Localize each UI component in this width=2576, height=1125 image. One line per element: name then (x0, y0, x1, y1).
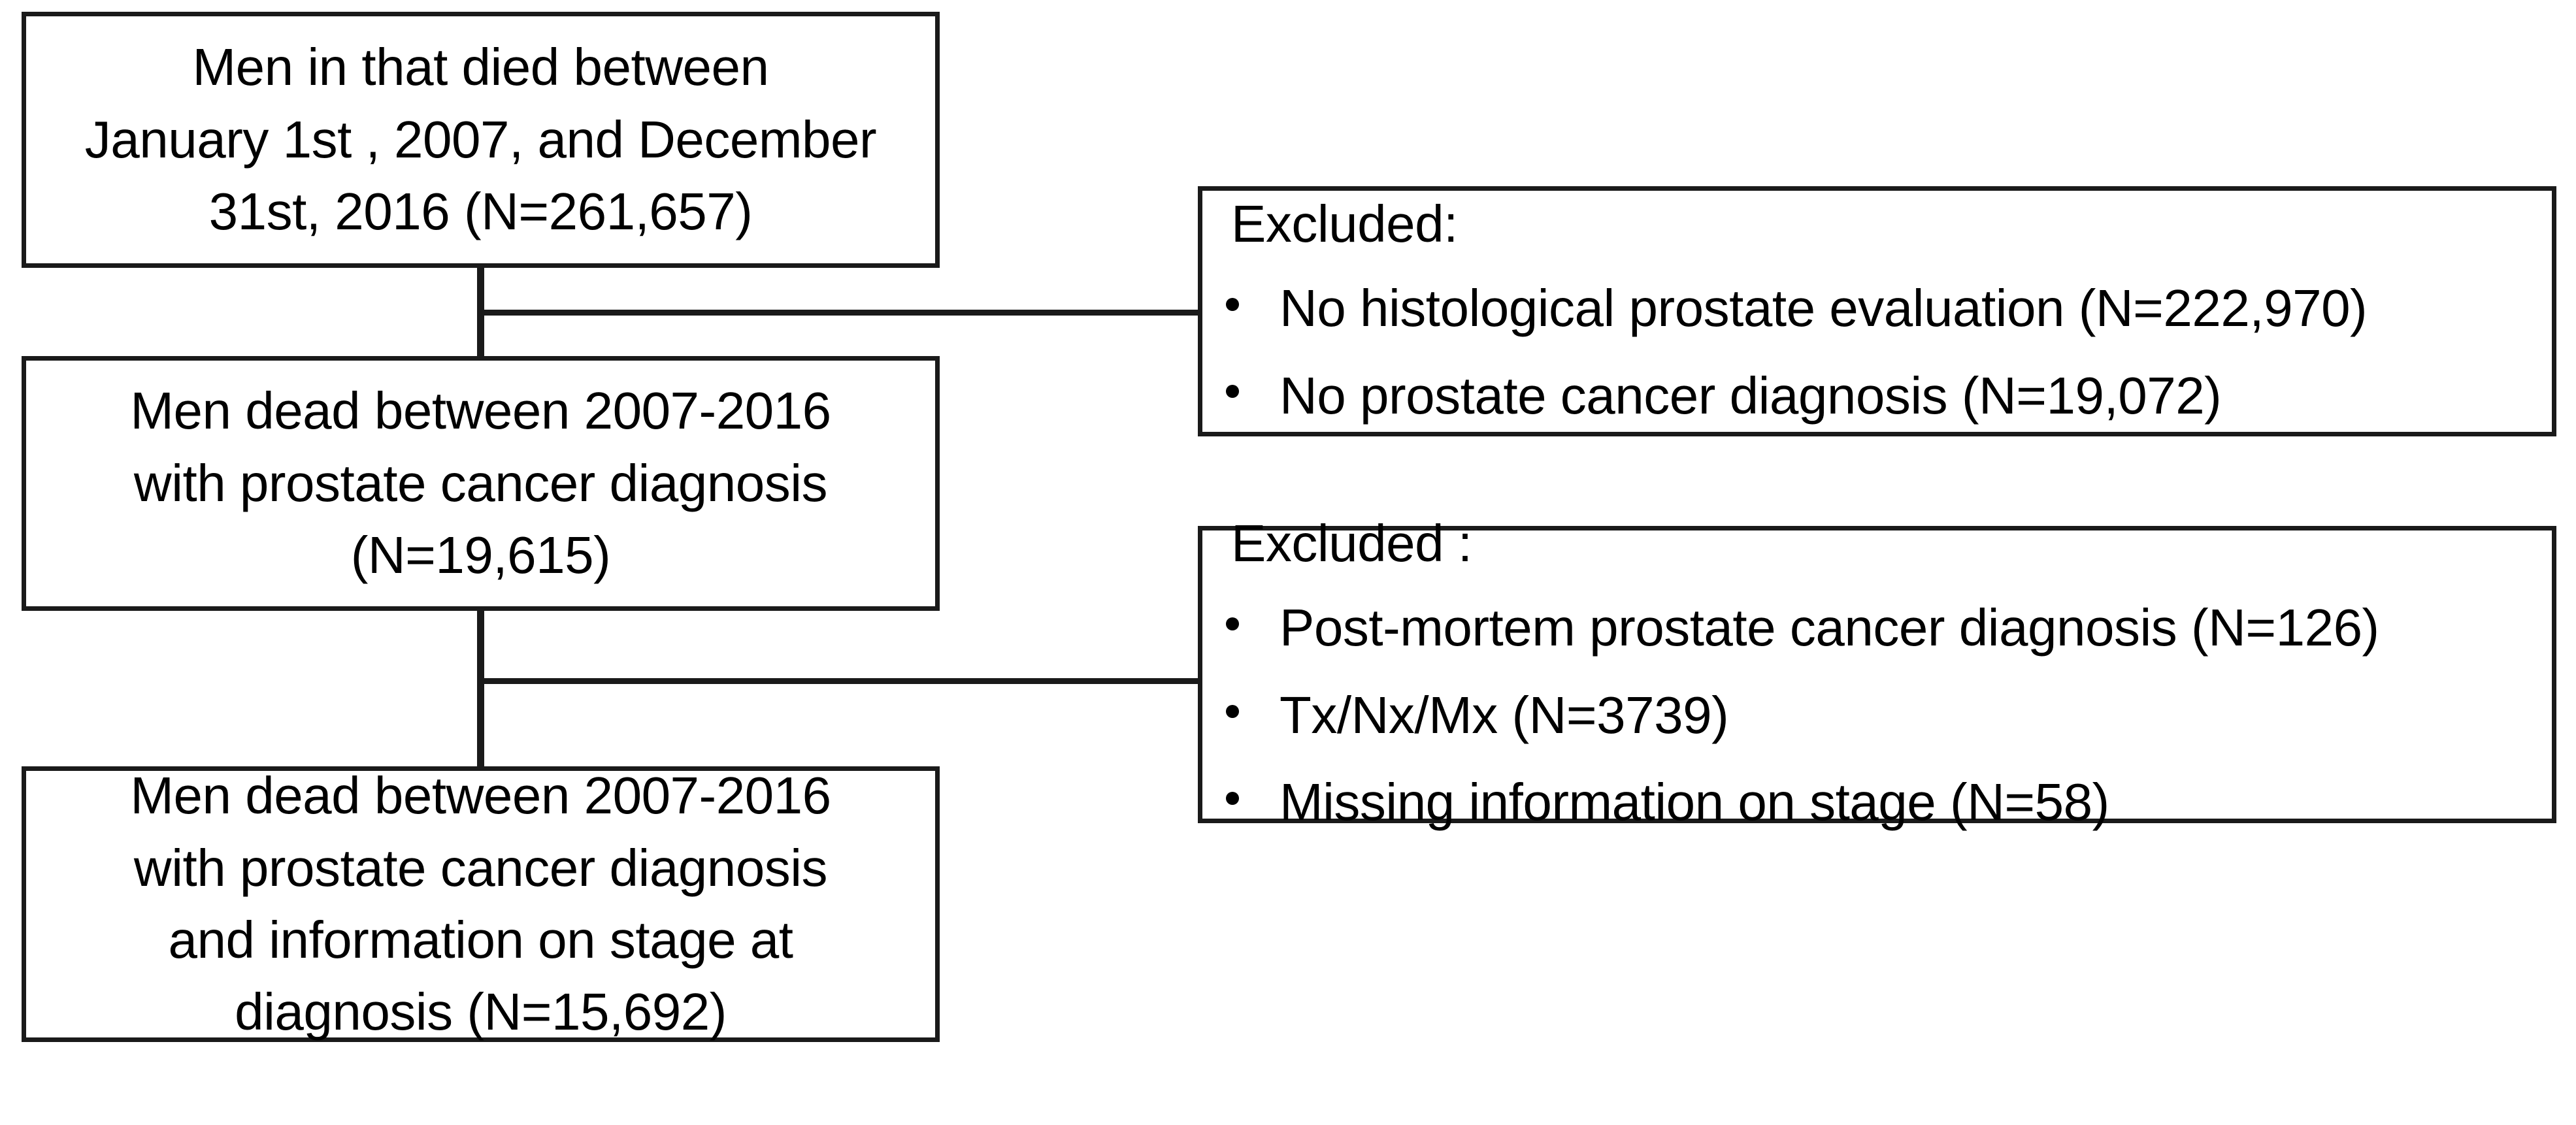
exclusion-box-1: Excluded: No histological prostate evalu… (1198, 186, 2556, 436)
list-item-text: Post-mortem prostate cancer diagnosis (N… (1280, 598, 2379, 657)
bullet-icon (1226, 297, 1239, 311)
list-item: Tx/Nx/Mx (N=3739) (1202, 681, 2552, 750)
bullet-icon (1226, 704, 1239, 718)
exclusion-box-2-list: Post-mortem prostate cancer diagnosis (N… (1202, 593, 2552, 837)
list-item-text: No histological prostate evaluation (N=2… (1280, 278, 2368, 337)
exclusion-box-1-list: No histological prostate evaluation (N=2… (1202, 274, 2552, 430)
node-cohort-with-stage: Men dead between 2007-2016 with prostate… (22, 766, 940, 1042)
exclusion-box-2: Excluded : Post-mortem prostate cancer d… (1198, 514, 2556, 831)
list-item-text: Missing information on stage (N=58) (1280, 773, 2109, 832)
list-item: Missing information on stage (N=58) (1202, 768, 2552, 837)
exclusion-box-2-title: Excluded : (1231, 514, 1472, 573)
list-item: No histological prostate evaluation (N=2… (1202, 274, 2552, 343)
list-item: Post-mortem prostate cancer diagnosis (N… (1202, 593, 2552, 662)
node-cohort-with-pca-text: Men dead between 2007-2016 with prostate… (130, 382, 831, 585)
node-cohort-with-stage-text: Men dead between 2007-2016 with prostate… (130, 766, 831, 1041)
node-cohort-all-deaths-text: Men in that died between January 1st , 2… (84, 38, 877, 241)
list-item-text: No prostate cancer diagnosis (N=19,072) (1280, 366, 2222, 425)
connector-horizontal-to-exclusion-1 (477, 310, 1201, 316)
list-item-text: Tx/Nx/Mx (N=3739) (1280, 685, 1729, 744)
list-item: No prostate cancer diagnosis (N=19,072) (1202, 361, 2552, 431)
bullet-icon (1226, 617, 1239, 630)
node-cohort-all-deaths: Men in that died between January 1st , 2… (22, 12, 940, 268)
bullet-icon (1226, 385, 1239, 399)
connector-horizontal-to-exclusion-2 (477, 678, 1201, 684)
bullet-icon (1226, 792, 1239, 806)
exclusion-box-1-title: Excluded: (1231, 194, 1458, 253)
node-cohort-with-pca: Men dead between 2007-2016 with prostate… (22, 356, 940, 611)
connector-vertical-2-to-3 (477, 607, 484, 770)
